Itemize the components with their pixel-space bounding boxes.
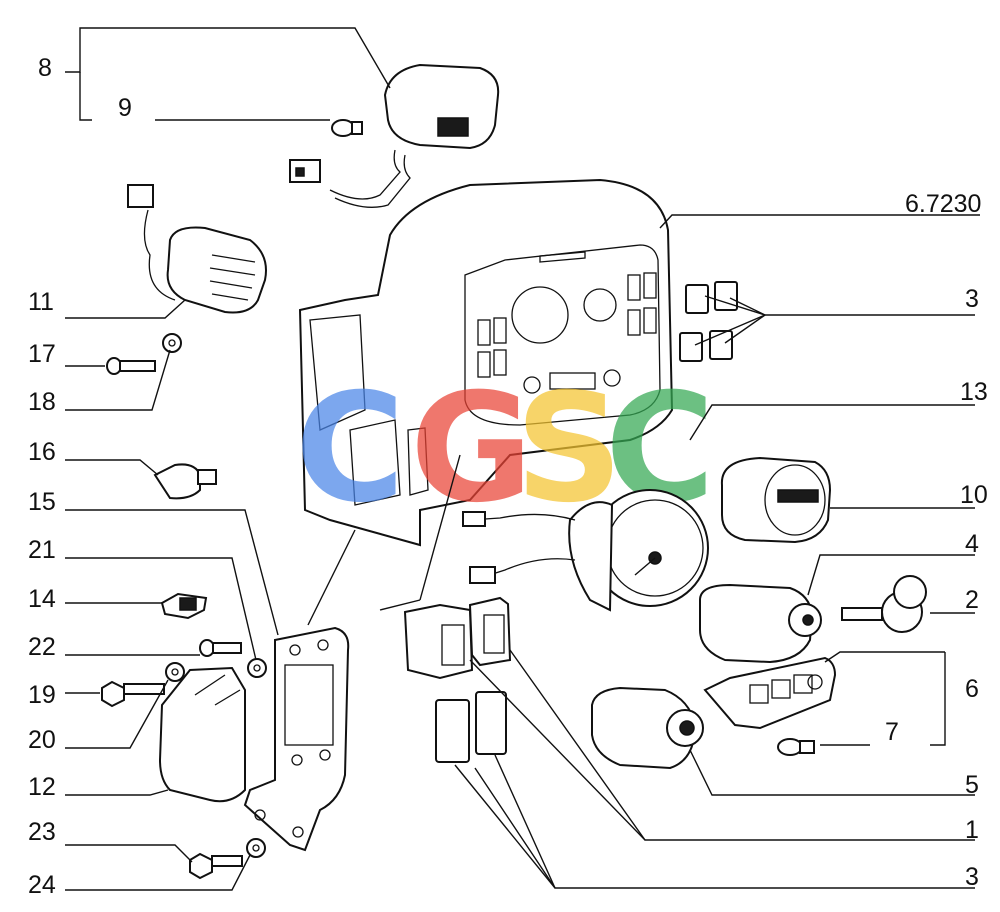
callout-19: 19: [28, 681, 56, 709]
callout-13: 13: [960, 378, 988, 406]
callout-5: 5: [965, 771, 979, 799]
callout-10: 10: [960, 481, 988, 509]
callout-7: 7: [885, 718, 899, 746]
rocker-switches-1: [403, 596, 512, 680]
lamp-assembly: [289, 63, 500, 208]
callout-4: 4: [965, 530, 979, 558]
bulb-7: [777, 738, 815, 756]
reference-number: 6.7230: [905, 190, 981, 218]
cover-12: [158, 666, 246, 803]
nut-18: [162, 333, 182, 353]
callout-labels: 8 9 11 17 18 16 15 21 14 22 19 20 12 23 …: [28, 54, 988, 899]
callout-21: 21: [28, 536, 56, 564]
warning-lamp-11: [127, 184, 267, 314]
hour-meter-10: [720, 456, 832, 544]
callout-20: 20: [28, 726, 56, 754]
callout-3-bottom: 3: [965, 863, 979, 891]
callout-2: 2: [965, 586, 979, 614]
callout-1: 1: [965, 816, 979, 844]
bolt-19: [101, 680, 165, 708]
callout-9: 9: [118, 94, 132, 122]
bolt-17: [106, 357, 156, 375]
callout-23: 23: [28, 818, 56, 846]
keys-2: [841, 575, 927, 633]
ignition-switch-4: [699, 583, 822, 664]
bracket-15: [243, 626, 350, 852]
bulb-9: [331, 119, 363, 137]
switch-panel-6: [703, 656, 837, 730]
washer-21: [247, 658, 267, 678]
watermark-letter-1: C: [295, 362, 405, 536]
washer-24: [246, 838, 266, 858]
switch-caps-bottom: [435, 691, 507, 763]
callout-6: 6: [965, 675, 979, 703]
dashboard-panel: [298, 178, 674, 547]
watermark-letter-2: G: [410, 362, 533, 536]
socket-16: [153, 463, 217, 500]
bolt-23: [189, 852, 243, 880]
rotary-switch-5: [591, 686, 704, 770]
callout-12: 12: [28, 773, 56, 801]
callout-18: 18: [28, 388, 56, 416]
callout-8: 8: [38, 54, 52, 82]
callout-17: 17: [28, 340, 56, 368]
gauge-13: [462, 489, 709, 612]
callout-16: 16: [28, 438, 56, 466]
callout-14: 14: [28, 585, 56, 613]
clip-14: [160, 592, 208, 620]
callout-24: 24: [28, 871, 56, 899]
screw-22: [199, 639, 242, 657]
callout-11: 11: [28, 288, 54, 316]
leader-lines: [65, 27, 980, 891]
nut-20: [165, 662, 185, 682]
switch-caps-top: [679, 281, 738, 362]
callout-22: 22: [28, 633, 56, 661]
callout-3-top: 3: [965, 285, 979, 313]
callout-15: 15: [28, 488, 56, 516]
